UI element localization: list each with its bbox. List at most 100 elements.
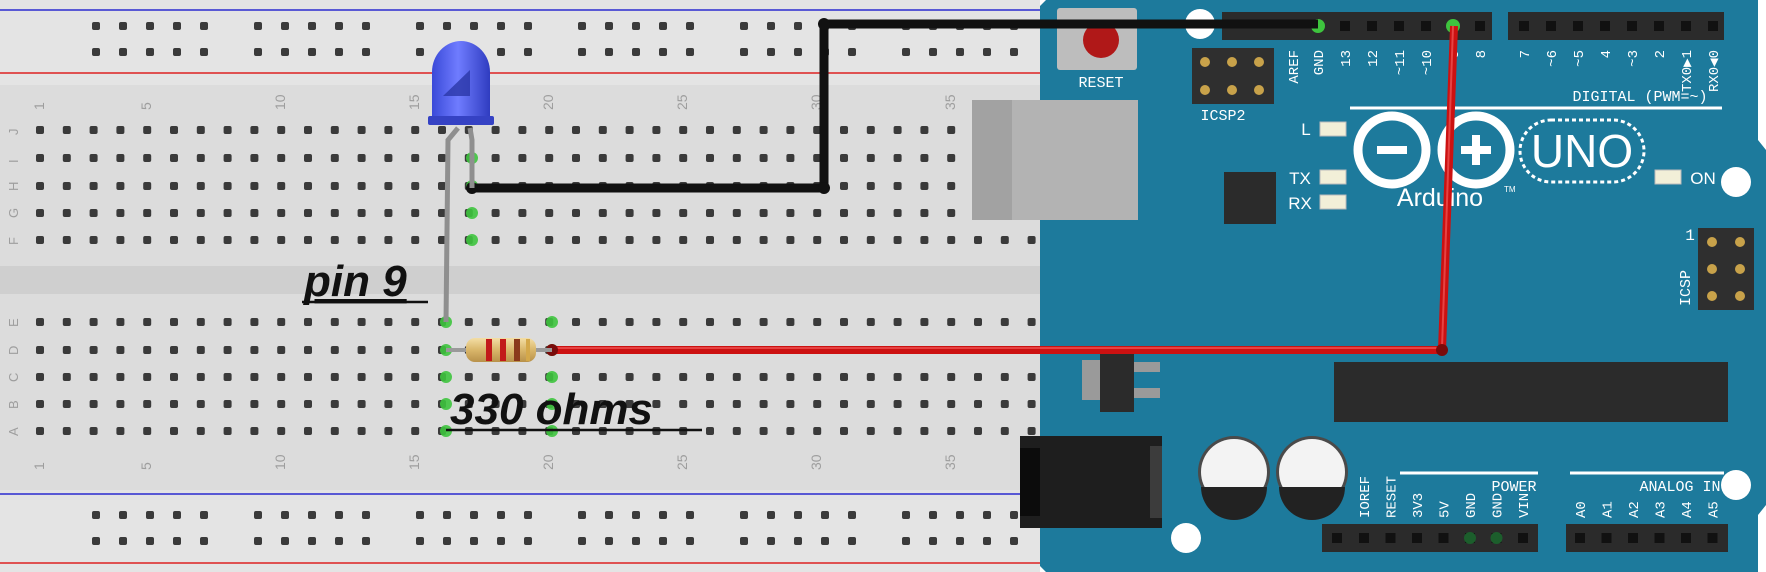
header-socket (1707, 533, 1718, 543)
breadboard-hole (598, 373, 607, 381)
on-led (1654, 169, 1682, 185)
breadboard-hole (223, 318, 232, 326)
rail-hole (443, 22, 451, 30)
breadboard-hole (36, 346, 44, 354)
row-letter: D (6, 346, 21, 355)
breadboard-hole (813, 126, 822, 134)
column-number: 35 (942, 94, 958, 110)
breadboard-hole (518, 236, 527, 244)
breadboard-hole (62, 346, 71, 354)
rail-hole (497, 511, 505, 519)
rail-hole (119, 22, 127, 30)
rail-hole (821, 511, 829, 519)
breadboard-hole (1000, 427, 1009, 435)
rail-hole (794, 22, 802, 30)
breadboard-hole (384, 154, 393, 162)
rail-hole (254, 48, 262, 56)
rail-hole (470, 22, 478, 30)
breadboard-hole (330, 126, 339, 134)
breadboard-hole (679, 126, 688, 134)
led-rim (428, 116, 494, 125)
breadboard-hole (411, 236, 420, 244)
breadboard-hole (947, 400, 956, 408)
rail-hole (767, 48, 775, 56)
connected-hole (466, 207, 478, 219)
rail-hole (497, 22, 505, 30)
connected-hole (466, 234, 478, 246)
rail-hole (92, 48, 100, 56)
analog-pin-label: A2 (1627, 501, 1643, 518)
pin9-annotation: pin 9 (303, 257, 407, 306)
wires (466, 18, 1458, 356)
resistor-band (500, 339, 506, 361)
digital-pin-label: TX0▶1 (1680, 50, 1696, 92)
breadboard-hole (652, 318, 661, 326)
breadboard-hole (116, 373, 125, 381)
breadboard-hole (357, 400, 366, 408)
breadboard-hole (866, 154, 875, 162)
breadboard-hole (491, 126, 500, 134)
breadboard-hole (411, 346, 420, 354)
wire-end (1436, 344, 1448, 356)
breadboard-hole (384, 236, 393, 244)
breadboard-hole (304, 209, 312, 217)
rail-hole (497, 48, 505, 56)
breadboard-hole (36, 182, 44, 190)
on-led-label: ON (1690, 169, 1716, 188)
rail-hole (929, 511, 937, 519)
wire-end (818, 182, 830, 194)
bottom-power-rail (0, 490, 1040, 572)
breadboard-hole (491, 236, 500, 244)
breadboard-hole (893, 182, 902, 190)
breadboard-hole (357, 318, 366, 326)
breadboard-hole (277, 236, 286, 244)
breadboard-hole (679, 318, 688, 326)
breadboard-hole (947, 182, 956, 190)
breadboard-hole (598, 236, 607, 244)
breadboard-hole (598, 154, 607, 162)
breadboard-hole (304, 427, 312, 435)
rail-hole (848, 537, 856, 545)
breadboard-hole (196, 400, 205, 408)
breadboard-hole (598, 209, 607, 217)
breadboard-hole (89, 373, 98, 381)
icsp2-header (1192, 48, 1274, 104)
breadboard-hole (625, 209, 634, 217)
rail-hole (470, 537, 478, 545)
rail-hole (146, 537, 154, 545)
breadboard-hole (357, 346, 366, 354)
header-socket (1600, 21, 1610, 31)
breadboard-hole (893, 400, 902, 408)
logo-minus-circle (1353, 111, 1431, 189)
breadboard-hole (143, 427, 152, 435)
breadboard-hole (786, 154, 795, 162)
rail-hole (794, 511, 802, 519)
digital-pin-label: ~11 (1393, 50, 1409, 75)
rail-hole (443, 511, 451, 519)
row-letter: F (6, 237, 21, 245)
center-channel (0, 266, 1040, 294)
top-power-rail (0, 0, 1040, 85)
power-pin-label: 3V3 (1411, 493, 1427, 518)
capacitor (1276, 436, 1348, 520)
breadboard-hole (223, 373, 232, 381)
rx-led (1319, 194, 1347, 210)
header-socket (1681, 533, 1691, 543)
rail-hole (119, 48, 127, 56)
header-socket (1575, 533, 1585, 543)
rail-hole (281, 22, 289, 30)
rail-hole (146, 22, 154, 30)
reset-button[interactable] (1083, 22, 1119, 58)
rail-hole (632, 22, 640, 30)
breadboard-hole (1000, 400, 1009, 408)
rail-hole (335, 511, 343, 519)
breadboard-hole (357, 427, 366, 435)
breadboard-hole (277, 182, 286, 190)
breadboard-hole (625, 318, 634, 326)
breadboard-hole (143, 209, 152, 217)
digital-pin-label: ~10 (1420, 50, 1436, 75)
header-socket (1654, 21, 1664, 31)
header-socket (1438, 533, 1449, 543)
rail-hole (308, 537, 316, 545)
